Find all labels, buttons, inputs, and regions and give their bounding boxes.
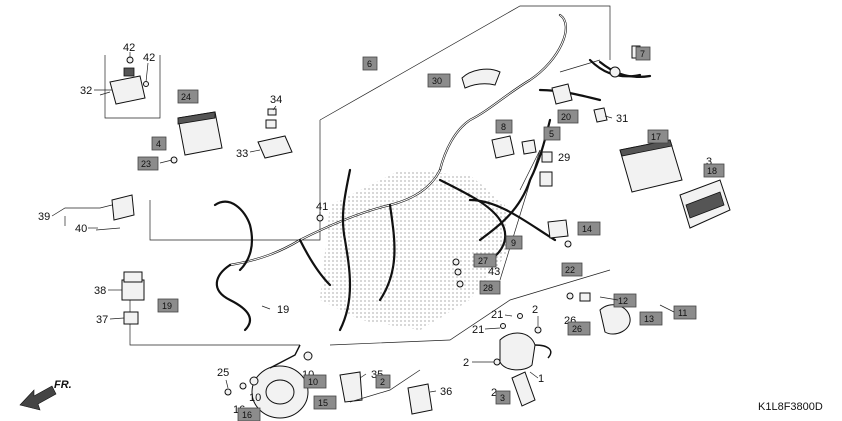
boxed-labels: 6 7 30 24 4 23 20 8 5 17 18 9 14 27 22 2… (137, 46, 725, 421)
boxed-label-13: 13 (644, 314, 654, 324)
boxed-label-9: 9 (511, 238, 516, 248)
label-3: 3 (706, 156, 712, 168)
boxed-label-23: 23 (141, 159, 151, 169)
part-17-ecu (619, 139, 683, 193)
label-38: 38 (94, 285, 106, 297)
part-33-relay (257, 119, 293, 159)
boxed-label-17: 17 (651, 132, 661, 142)
label-42a: 42 (123, 42, 135, 54)
diagram-code: K1L8F3800D (758, 401, 823, 413)
boxed-label-18: 18 (707, 166, 717, 176)
part-14-connector (547, 219, 569, 239)
horn-15 (251, 344, 309, 419)
part-5-connector (521, 139, 537, 155)
label-2c: 2 (491, 387, 497, 399)
label-19: 19 (277, 304, 289, 316)
part-8-connector (491, 135, 515, 159)
label-37: 37 (96, 314, 108, 326)
ignition-coil-1 (499, 332, 552, 407)
boxed-label-22: 22 (565, 265, 575, 275)
boxed-label-16: 16 (242, 410, 252, 420)
harness-shaded-area (320, 170, 510, 330)
label-36: 36 (440, 386, 452, 398)
part-31-clip (593, 107, 608, 123)
part-36-connector (407, 383, 433, 415)
part-29-clamp (539, 151, 553, 187)
front-direction-arrow: FR. (19, 379, 72, 411)
label-1: 1 (538, 373, 544, 385)
label-2b: 2 (463, 357, 469, 369)
label-33: 33 (236, 148, 248, 160)
part-30-bracket (461, 68, 501, 89)
boxed-label-15: 15 (318, 398, 328, 408)
label-2a: 2 (532, 304, 538, 316)
boxed-label-10: 10 (308, 377, 318, 387)
boxed-label-2: 2 (380, 377, 385, 387)
label-21a: 21 (491, 309, 503, 321)
boxed-label-20: 20 (561, 112, 571, 122)
part-32-module (99, 55, 161, 119)
main-harness (213, 13, 642, 332)
direction-label: FR. (54, 379, 72, 391)
label-39: 39 (38, 211, 50, 223)
boxed-label-3: 3 (500, 393, 505, 403)
boxed-label-27: 27 (478, 256, 488, 266)
boxed-label-30: 30 (432, 76, 442, 86)
boxed-label-19: 19 (162, 301, 172, 311)
label-25: 25 (217, 367, 229, 379)
boxed-label-11: 11 (678, 308, 687, 318)
boxed-label-24: 24 (181, 92, 191, 102)
label-21b: 21 (472, 324, 484, 336)
boxed-label-26: 26 (572, 324, 582, 334)
assembly-frame (129, 5, 611, 346)
part-35-socket (339, 371, 363, 403)
part-12-13-switch (579, 292, 631, 335)
boxed-label-12: 12 (618, 296, 628, 306)
boxed-label-6: 6 (367, 59, 372, 69)
leader-lines (51, 52, 675, 403)
label-34: 34 (270, 94, 282, 106)
boxed-label-28: 28 (483, 283, 493, 293)
part-38-relay (121, 271, 145, 325)
label-42b: 42 (143, 52, 155, 64)
boxed-label-14: 14 (582, 224, 592, 234)
label-41: 41 (316, 201, 328, 213)
label-10a: 10 (249, 392, 261, 404)
part-20-connector (551, 83, 573, 105)
label-31: 31 (616, 113, 628, 125)
boxed-label-7: 7 (640, 49, 645, 59)
label-32: 32 (80, 85, 92, 97)
boxed-label-8: 8 (501, 122, 506, 132)
part-24-4-ecu-bracket (177, 111, 223, 156)
label-43: 43 (488, 266, 500, 278)
label-29: 29 (558, 152, 570, 164)
part-39-sensor (95, 194, 135, 231)
boxed-label-5: 5 (549, 129, 554, 139)
part-18-cover (679, 179, 731, 229)
label-40: 40 (75, 223, 87, 235)
boxed-label-4: 4 (156, 139, 161, 149)
